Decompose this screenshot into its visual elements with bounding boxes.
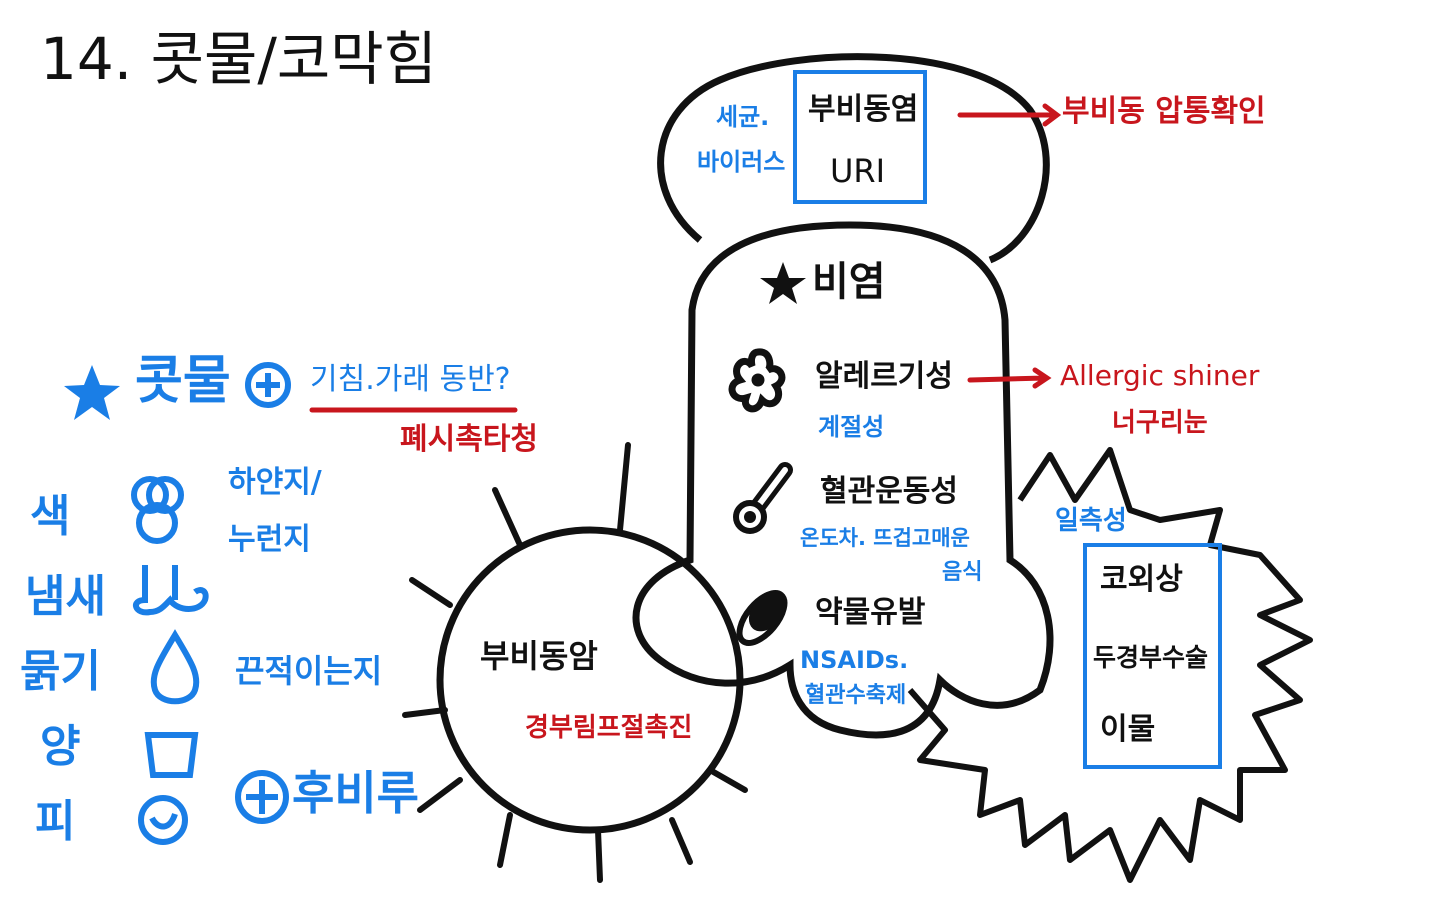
sinus-cancer-label: 부비동암 (480, 637, 598, 675)
lung-exam-note: 폐시촉타청 (400, 422, 538, 457)
sinusitis-label: 부비동염 (808, 92, 919, 127)
sinus-lobe-outline (657, 53, 1050, 264)
cause-virus: 바이러스 (697, 148, 786, 176)
blood-icon (138, 795, 188, 845)
raccoon-eye-note: 너구리눈 (1112, 408, 1208, 438)
symptom-smell: 냄새 (25, 571, 106, 622)
nose-icon (133, 565, 209, 616)
uri-label: URI (830, 152, 886, 190)
flower-icon (728, 348, 786, 413)
pill-icon (736, 590, 788, 646)
drug-induced-label: 약물유발 (815, 595, 926, 630)
rhinorrhea-heading: 콧물 (135, 351, 231, 411)
rhinitis-heading: 비염 (812, 259, 886, 305)
color-palette-icon (131, 476, 184, 544)
cause-bacteria: 세균. (716, 103, 770, 131)
drop-icon (150, 629, 200, 705)
vasomotor-label: 혈관운동성 (820, 474, 958, 509)
allergic-shiner-note: Allergic shiner (1060, 359, 1260, 392)
white-note: 하얀지/ (228, 465, 322, 500)
arrow-sinus-tenderness (957, 103, 1062, 127)
sinus-tenderness-note: 부비동 압통확인 (1062, 94, 1266, 129)
postnasal-drip-label: 후비루 (292, 766, 419, 820)
unilateral-box (1083, 543, 1222, 769)
head-neck-surgery-label: 두경부수술 (1093, 643, 1209, 672)
seasonal-label: 계절성 (818, 413, 885, 441)
allergic-label: 알레르기성 (815, 359, 953, 394)
symptom-color: 색 (30, 491, 71, 542)
symptom-viscosity: 묽기 (20, 646, 101, 697)
arrow-allergic-shiner (967, 367, 1052, 389)
nasal-trauma-label: 코외상 (1100, 562, 1183, 597)
plus-circle-icon (245, 362, 291, 408)
star-icon-rhinitis (760, 262, 806, 304)
thermometer-icon (733, 462, 793, 534)
symptom-blood: 피 (35, 796, 76, 847)
cough-sputum-question: 기침.가래 동반? (310, 362, 511, 397)
vasomotor-sub: 온도차. 뜨겁고매운 (800, 526, 970, 550)
star-icon-rhinorrhea (64, 365, 120, 420)
uri-box (793, 70, 927, 204)
neck-lymph-node-note: 경부림프절촉진 (525, 713, 693, 743)
sticky-note: 끈적이는지 (235, 652, 383, 690)
foreign-body-label: 이물 (1100, 712, 1156, 747)
plus-circle-icon-postnasal (235, 770, 289, 824)
unilateral-heading: 일측성 (1055, 506, 1127, 536)
page-title: 14. 콧물/코막힘 (40, 25, 438, 93)
symptom-amount: 양 (40, 721, 81, 772)
burst-outline (907, 447, 1313, 883)
cup-icon (144, 732, 199, 778)
vasomotor-sub2: 음식 (942, 560, 983, 585)
sinus-mass-shape (402, 442, 748, 883)
drug-induced-sub2: 혈관수축제 (805, 683, 907, 708)
yellow-note: 누런지 (228, 522, 311, 557)
nose-outline (632, 221, 1054, 739)
drug-induced-sub: NSAIDs. (800, 646, 909, 674)
